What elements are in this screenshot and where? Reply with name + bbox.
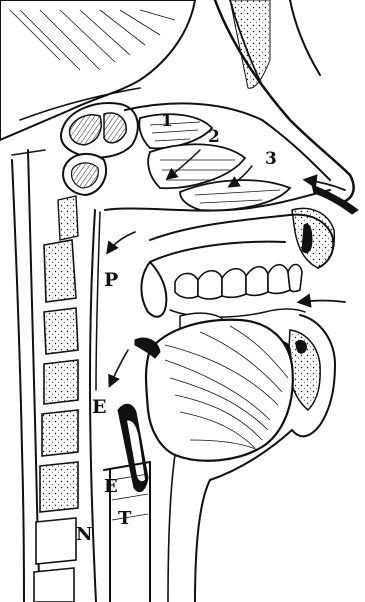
label-epiglottis: E	[92, 396, 106, 418]
label-esophagus-entry: E	[104, 476, 118, 497]
label-turbinate-2: 2	[208, 127, 220, 147]
label-trachea: T	[118, 508, 132, 529]
tongue	[146, 320, 293, 461]
nasal-cavity	[105, 103, 330, 210]
sphenoid-sinus	[61, 103, 138, 195]
spine	[12, 150, 78, 602]
nasal-bone	[215, 0, 354, 203]
upper-jaw	[150, 208, 334, 299]
label-pharynx: P	[104, 269, 118, 291]
larynx	[104, 404, 150, 602]
label-neck: N	[76, 524, 92, 545]
airflow-arrow-throat	[110, 350, 128, 385]
airflow-arrow-pharynx	[108, 232, 135, 252]
vertebrae	[34, 196, 78, 602]
airflow-arrow-mouth	[300, 301, 345, 303]
label-turbinate-1: 1	[161, 111, 173, 131]
label-turbinate-3: 3	[265, 149, 277, 169]
upper-teeth	[175, 265, 302, 300]
